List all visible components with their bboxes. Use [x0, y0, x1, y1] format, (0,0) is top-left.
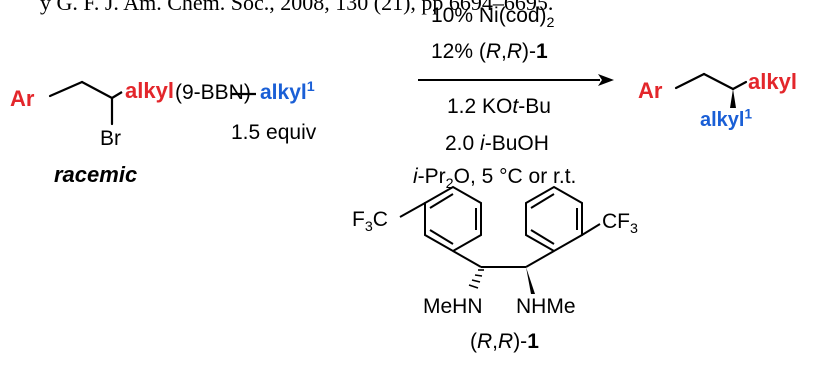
- condition-alcohol: 2.0 i-BuOH: [445, 132, 549, 155]
- ligand-nh-right: NHMe: [516, 295, 576, 318]
- product-alkyl: alkyl: [748, 69, 797, 94]
- product-alkyl1: alkyl1: [700, 106, 753, 131]
- reagent-9bbn: (9-BBN): [175, 81, 251, 104]
- ligand-nh-left: MeHN: [423, 295, 483, 318]
- ligand-bonds: [399, 202, 601, 268]
- product-ar: Ar: [638, 78, 663, 103]
- condition-catalyst: 10% Ni(cod)2: [431, 4, 555, 32]
- condition-base: 1.2 KOt-Bu: [447, 95, 551, 118]
- condition-solvent: i-Pr2O, 5 °C or r.t.: [413, 165, 577, 193]
- substrate-bonds: [48, 80, 114, 126]
- product-wedge-bond: [730, 89, 736, 108]
- substrate-alkyl: alkyl: [125, 78, 174, 103]
- substrate-br: Br: [100, 127, 121, 150]
- ligand-wedge-bond: [526, 267, 535, 294]
- racemic-label: racemic: [54, 162, 138, 187]
- ligand-label: (R,R)-1: [470, 330, 539, 353]
- condition-ligand: 12% (R,R)-1: [431, 40, 548, 63]
- citation-text: y G. F. J. Am. Chem. Soc., 2008, 130 (21…: [40, 0, 554, 15]
- substrate-ar: Ar: [10, 86, 35, 111]
- substrate-alkyl-bond: [111, 91, 123, 99]
- ligand-hash-bond: [468, 269, 484, 289]
- reaction-arrow-head: [598, 74, 614, 86]
- reagent-equiv: 1.5 equiv: [231, 121, 317, 144]
- ligand-cf3-right: CF3: [602, 210, 638, 238]
- reagent-alkyl: alkyl1: [260, 79, 315, 104]
- ligand-right-ring: [525, 185, 583, 253]
- ligand-cf3-left: F3C: [352, 208, 388, 236]
- product-bonds: [674, 72, 748, 91]
- ligand-left-ring: [424, 185, 482, 253]
